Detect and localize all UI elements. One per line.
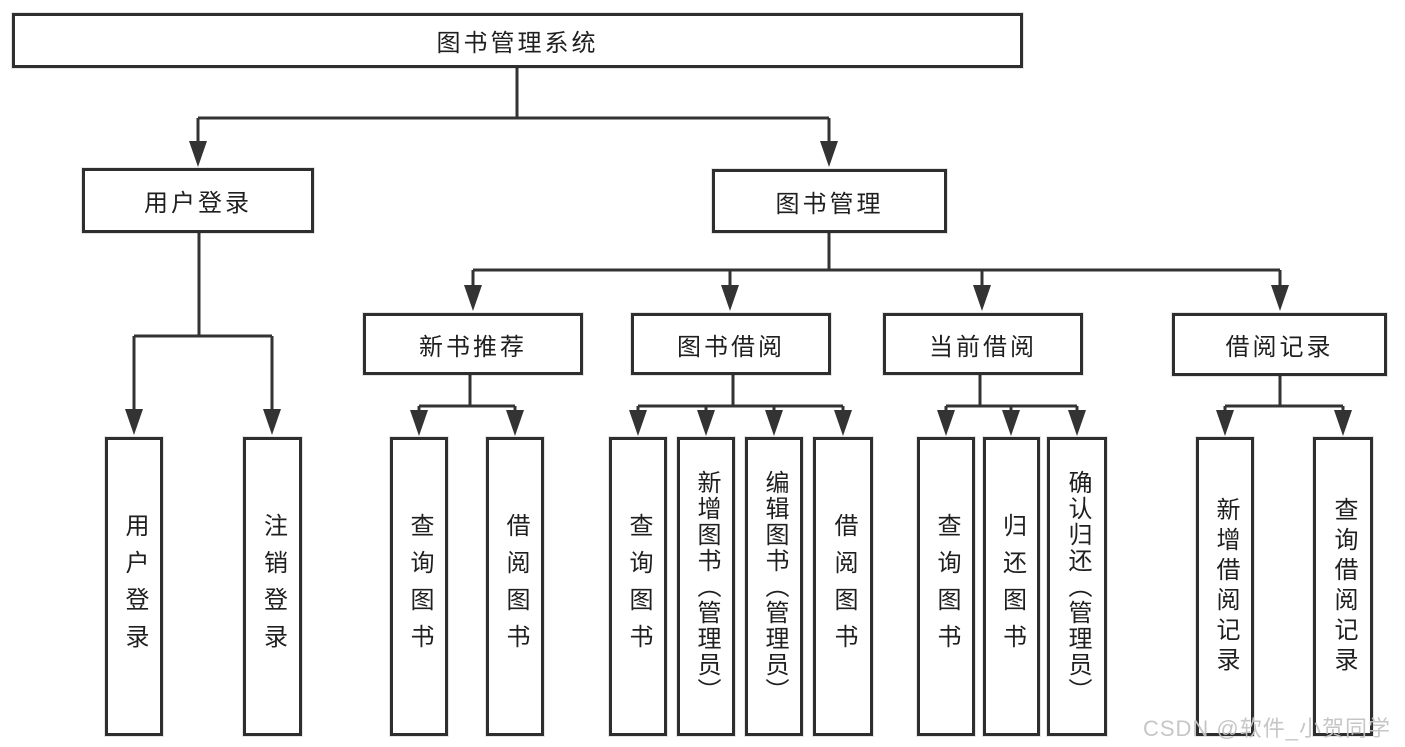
node-current-borrow-label: 当前借阅 bbox=[929, 333, 1037, 361]
node-book-mgmt-branch: 图书管理 bbox=[712, 169, 947, 233]
node-new-book-rec-label: 新书推荐 bbox=[419, 333, 527, 361]
node-borrow-records-label: 借阅记录 bbox=[1225, 334, 1334, 361]
node-user-login-branch: 用户登录 bbox=[82, 168, 314, 233]
leaf-label: 用户登录 bbox=[121, 512, 148, 661]
node-book-mgmt-branch-label: 图书管理 bbox=[775, 190, 884, 218]
leaf-label: 确认归还（管理员） bbox=[1064, 469, 1091, 704]
node-user-login-branch-label: 用户登录 bbox=[144, 190, 252, 217]
leaf-label: 注销登录 bbox=[259, 512, 287, 661]
leaf-label: 查询借阅记录 bbox=[1330, 496, 1357, 677]
node-leaf-logout: 注销登录 bbox=[243, 437, 302, 736]
node-new-book-rec: 新书推荐 bbox=[363, 313, 583, 375]
leaf-label: 新增借阅记录 bbox=[1212, 496, 1239, 677]
node-leaf-edit-book-admin: 编辑图书（管理员） bbox=[745, 437, 803, 736]
node-book-borrow-label: 图书借阅 bbox=[677, 333, 785, 361]
connector-book-borrow bbox=[629, 373, 852, 436]
node-leaf-borrow-books: 借阅图书 bbox=[813, 437, 873, 736]
node-leaf-confirm-return-admin: 确认归还（管理员） bbox=[1047, 437, 1107, 736]
node-leaf-user-login: 用户登录 bbox=[105, 437, 163, 736]
node-leaf-query-books-borrow: 查询图书 bbox=[609, 437, 667, 736]
leaf-label: 归还图书 bbox=[998, 512, 1026, 661]
leaf-label: 借阅图书 bbox=[502, 512, 529, 661]
node-book-borrow: 图书借阅 bbox=[631, 313, 831, 375]
node-current-borrow: 当前借阅 bbox=[883, 313, 1083, 375]
node-borrow-records: 借阅记录 bbox=[1172, 313, 1387, 376]
leaf-label: 借阅图书 bbox=[830, 512, 857, 661]
connector-user-login bbox=[125, 231, 281, 435]
leaf-label: 查询图书 bbox=[933, 512, 960, 661]
connector-borrow-records bbox=[1216, 374, 1352, 436]
leaf-label: 编辑图书（管理员） bbox=[761, 469, 788, 704]
node-leaf-return-books: 归还图书 bbox=[983, 437, 1040, 736]
node-leaf-query-books-current: 查询图书 bbox=[917, 437, 975, 736]
node-root: 图书管理系统 bbox=[12, 13, 1023, 68]
connector-current-borrow bbox=[937, 373, 1086, 436]
leaf-label: 新增图书（管理员） bbox=[693, 469, 720, 704]
node-leaf-query-books-rec: 查询图书 bbox=[390, 437, 448, 736]
node-leaf-query-borrow-record: 查询借阅记录 bbox=[1313, 437, 1373, 736]
connector-new-book-rec bbox=[410, 373, 524, 436]
node-root-label: 图书管理系统 bbox=[436, 30, 599, 57]
leaf-label: 查询图书 bbox=[406, 512, 433, 661]
node-leaf-borrow-books-rec: 借阅图书 bbox=[486, 437, 544, 736]
connector-book-mgmt bbox=[464, 231, 1289, 311]
watermark: CSDN @软件_小贺同学 bbox=[1142, 716, 1391, 741]
connector-root bbox=[189, 66, 838, 167]
node-leaf-add-borrow-record: 新增借阅记录 bbox=[1196, 437, 1254, 736]
leaf-label: 查询图书 bbox=[625, 512, 652, 661]
node-leaf-add-book-admin: 新增图书（管理员） bbox=[677, 437, 735, 736]
